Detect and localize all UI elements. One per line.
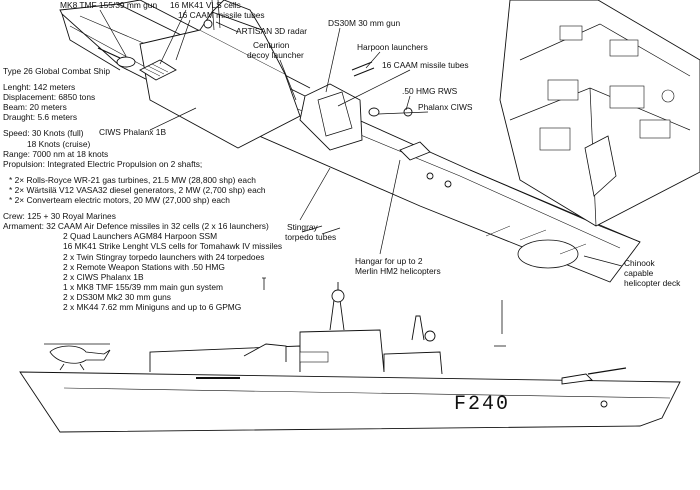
callout-hangar-line2: Merlin HM2 helicopters — [355, 266, 441, 276]
spec-draught: Draught: 5.6 meters — [3, 112, 78, 123]
callout-chinook-line3: helicopter deck — [624, 278, 681, 288]
ship-title: Type 26 Global Combat Ship — [3, 66, 111, 76]
spec-beam: Beam: 20 meters — [3, 102, 67, 113]
callout-hmg-rws: .50 HMG RWS — [402, 86, 458, 96]
spec-propulsion: Propulsion: Integrated Electric Propulsi… — [3, 158, 203, 169]
callout-stingray-line2: torpedo tubes — [285, 232, 337, 242]
spec-range: Range: 7000 nm at 18 knots — [3, 148, 109, 159]
spec-speed-cruise: 18 Knots (cruise) — [27, 138, 91, 149]
callout-centurion-line2: decoy launcher — [247, 50, 304, 60]
armament-item: 2 x MK44 7.62 mm Miniguns and up to 6 GP… — [63, 301, 242, 312]
armament-item: 2 x DS30M Mk2 30 mm guns — [63, 291, 171, 302]
armament-item: 16 MK41 Strike Lenght VLS cells for Toma… — [63, 241, 283, 252]
callout-phalanx-ciws: Phalanx CIWS — [418, 102, 473, 112]
callout-caam-aft: 16 CAAM missile tubes — [382, 60, 469, 70]
hull-number: F240 — [454, 393, 511, 416]
spec-crew: Crew: 125 + 30 Royal Marines — [3, 211, 116, 222]
prop-item: * 2× Wärtsilä V12 VASA32 diesel generato… — [9, 184, 266, 195]
callout-caam-forward: 16 CAAM missile tubes — [178, 10, 265, 20]
armament-item: 2 Quad Launchers AGM84 Harpoon SSM — [63, 231, 218, 242]
armament-item: 2 x CIWS Phalanx 1B — [63, 271, 144, 282]
callout-ds30m-gun: DS30M 30 mm gun — [328, 18, 401, 28]
cutaway-inset — [499, 0, 700, 227]
ship-side-elevation — [19, 282, 681, 433]
spec-armament: Armament: 32 CAAM Air Defence missiles i… — [3, 221, 269, 232]
specification-block: Type 26 Global Combat Ship Lenght: 142 m… — [3, 66, 303, 312]
armament-item: 2 x Remote Weapon Stations with .50 HMG — [63, 261, 225, 272]
callout-artisan-radar: ARTISAN 3D radar — [236, 26, 308, 36]
helicopter-sketch — [44, 343, 111, 371]
prop-item: * 2× Converteam electric motors, 20 MW (… — [9, 195, 230, 206]
armament-item: 2 x Twin Stingray torpedo launchers with… — [63, 251, 265, 262]
callout-stingray-line1: Stingray — [287, 222, 318, 232]
callout-chinook-line1: Chinook — [624, 258, 655, 268]
callout-mk41-vls: 16 MK41 VLS cells — [170, 0, 241, 10]
callout-centurion-line1: Centurion — [253, 40, 290, 50]
spec-length: Lenght: 142 meters — [3, 82, 76, 93]
callout-hangar-line1: Hangar for up to 2 — [355, 256, 423, 266]
callout-chinook-line2: capable — [624, 268, 654, 278]
prop-item: * 2× Rolls-Royce WR-21 gas turbines, 21.… — [9, 174, 256, 185]
ordnance-sketches — [262, 225, 506, 347]
armament-item: 1 x MK8 TMF 155/39 mm main gun system — [63, 281, 223, 292]
spec-speed-full: Speed: 30 Knots (full) — [3, 128, 84, 139]
callout-mk8-gun: MK8 TMF 155/39 mm gun — [60, 0, 158, 10]
callout-phalanx-1b: CIWS Phalanx 1B — [99, 127, 167, 137]
spec-displacement: Displacement: 6850 tons — [3, 92, 96, 103]
callout-harpoon: Harpoon launchers — [357, 42, 428, 52]
